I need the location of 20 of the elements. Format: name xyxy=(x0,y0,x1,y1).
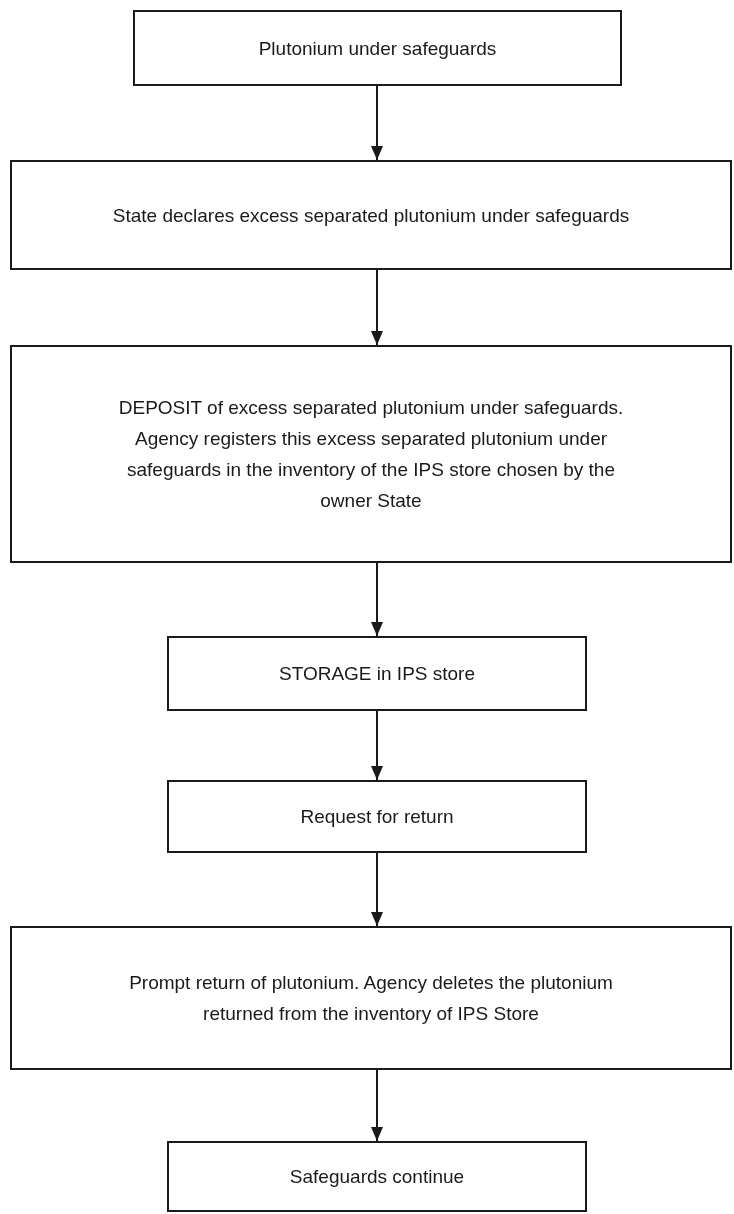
arrow xyxy=(371,852,383,927)
arrow xyxy=(371,710,383,781)
box-text: Plutonium under safeguards xyxy=(258,36,497,61)
process-box xyxy=(10,926,732,1070)
box-text: DEPOSIT of excess separated plutonium under safeguards. Agency registers this excess separated plutonium under safeguards in the inventory of the IPS store chosen by the owner State xyxy=(117,396,625,513)
process-box xyxy=(167,1141,587,1212)
box-text: State declares excess separated plutonium under safeguards xyxy=(112,203,630,228)
arrow xyxy=(371,1069,383,1142)
process-box xyxy=(167,780,587,853)
process-box xyxy=(167,636,587,711)
box-text: Safeguards continue xyxy=(289,1165,465,1189)
process-box xyxy=(133,10,622,86)
process-box xyxy=(10,160,732,270)
arrow xyxy=(371,562,383,637)
arrow xyxy=(371,269,383,346)
box-text: STORAGE in IPS store xyxy=(278,662,476,686)
process-box xyxy=(10,345,732,563)
box-text: Request for return xyxy=(300,805,454,829)
arrow xyxy=(371,85,383,161)
box-text: Prompt return of plutonium. Agency deletes the plutonium returned from the inventory of IPS Store xyxy=(128,971,614,1026)
